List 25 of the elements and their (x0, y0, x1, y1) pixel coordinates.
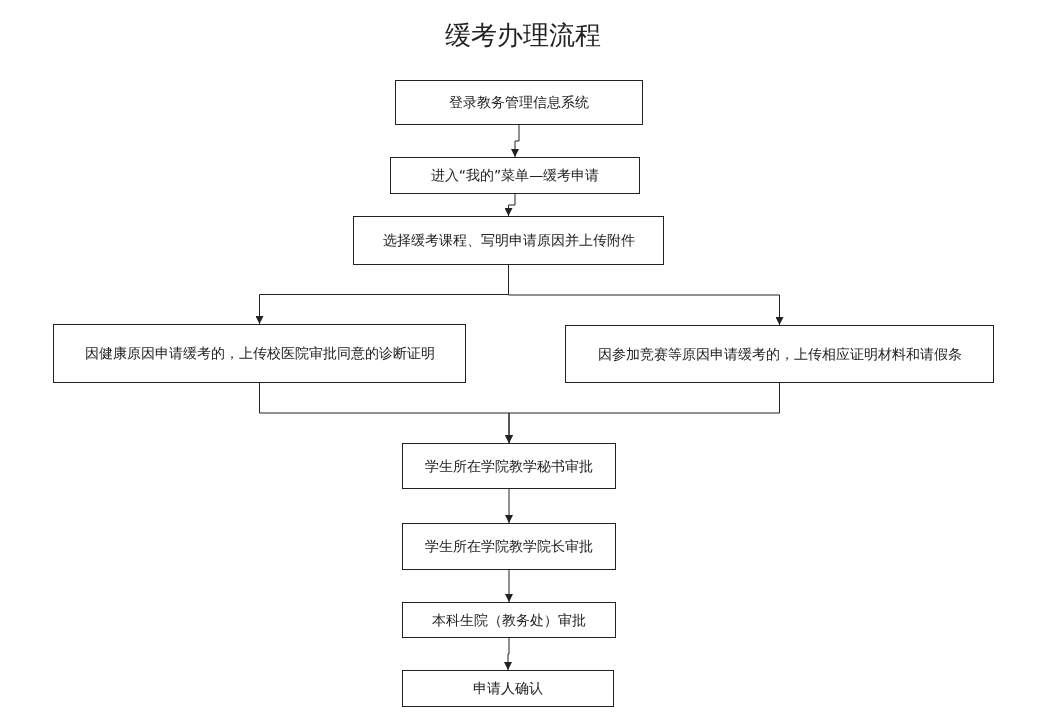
process-box (53, 324, 466, 383)
box-text: 登录教务管理信息系统 (449, 93, 589, 112)
box-text: 申请人确认 (473, 679, 543, 698)
box-text: 学生所在学院教学院长审批 (425, 537, 593, 556)
process-box (402, 602, 616, 638)
process-box (402, 670, 614, 707)
arrow (505, 569, 513, 603)
title: 缓考办理流程 (445, 19, 601, 52)
box-text: 因健康原因申请缓考的，上传校医院审批同意的诊断证明 (84, 344, 435, 363)
process-box (390, 157, 640, 194)
arrow (504, 193, 516, 217)
process-box (565, 325, 994, 383)
box-text: 学生所在学院教学秘书审批 (425, 456, 593, 476)
box-text: 本科生院（教务处）审批 (432, 610, 586, 630)
process-box (402, 443, 616, 489)
box-text: 进入“我的”菜单—缓考申请 (430, 166, 600, 185)
arrow (504, 637, 512, 671)
box-text: 选择缓考课程、写明申请原因并上传附件 (382, 231, 635, 250)
arrow (505, 488, 513, 524)
box-text: 因参加竞赛等原因申请缓考的，上传相应证明材料和请假条 (597, 344, 962, 364)
process-box (402, 523, 616, 570)
arrow (511, 124, 520, 158)
arrow (505, 382, 780, 444)
process-box (395, 80, 643, 125)
process-box (353, 216, 664, 265)
